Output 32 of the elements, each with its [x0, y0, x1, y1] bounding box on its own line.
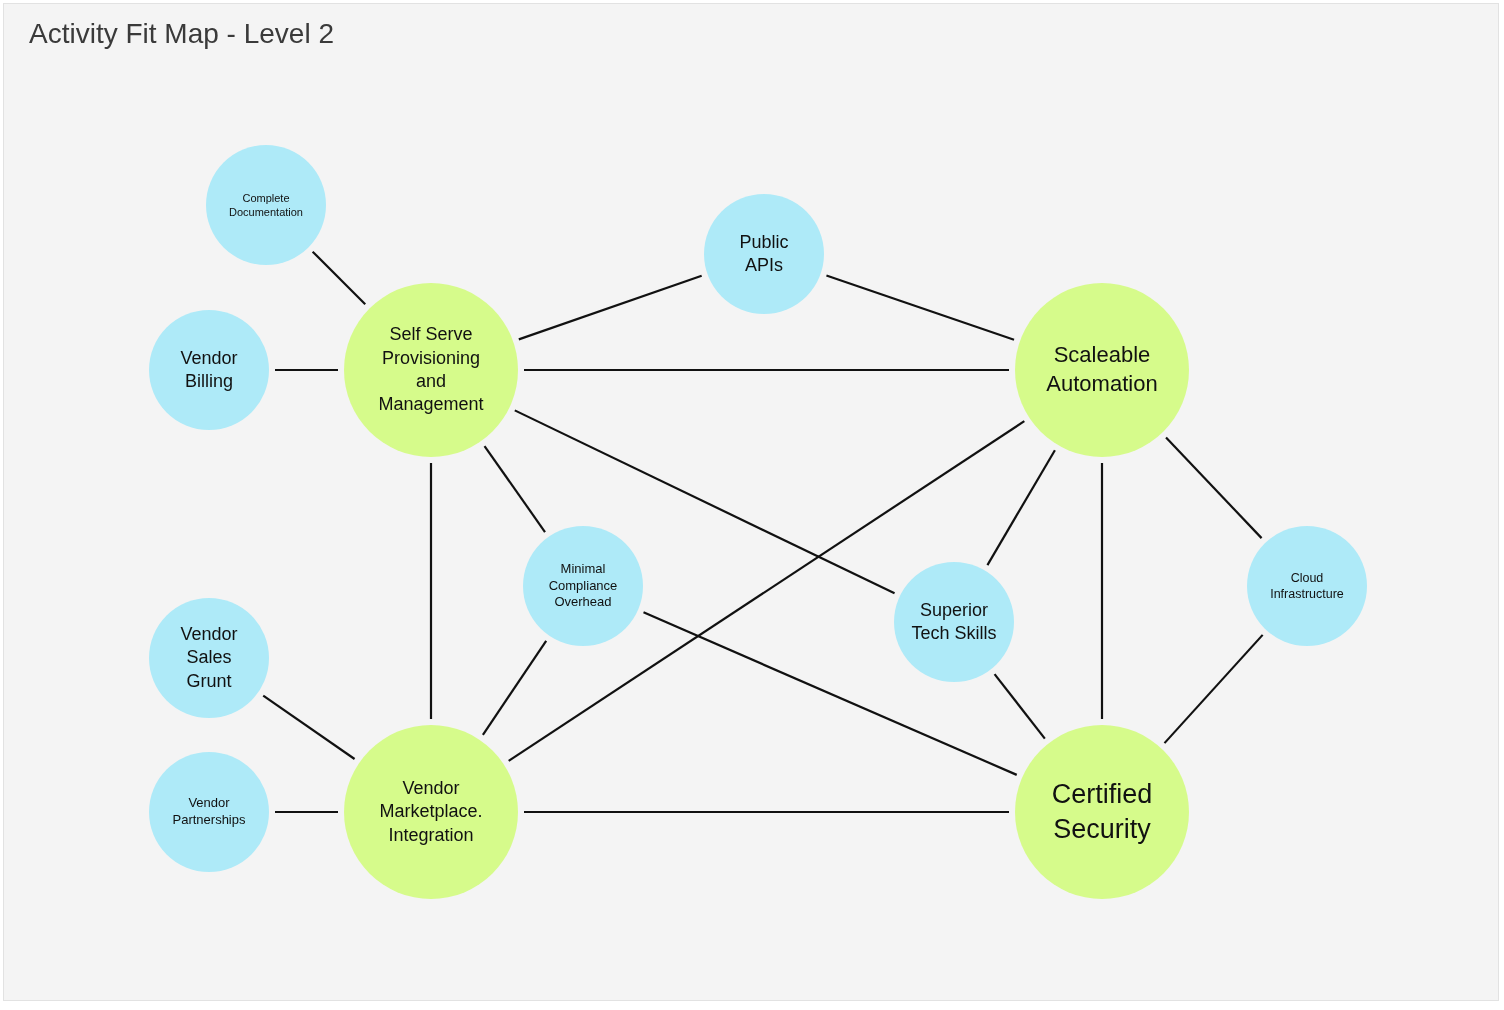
- node-label: Cloud Infrastructure: [1269, 569, 1345, 603]
- node-label: Superior Tech Skills: [910, 598, 998, 645]
- connector-line: [518, 274, 703, 341]
- node-label: Scaleable Automation: [1045, 341, 1159, 398]
- connector-line: [986, 449, 1056, 566]
- node-label: Vendor Partnerships: [171, 795, 247, 829]
- connector-line: [1100, 463, 1104, 719]
- node-label: Public APIs: [738, 230, 790, 277]
- node-label: Certified Security: [1050, 777, 1154, 846]
- connector-line: [311, 250, 366, 305]
- connector-line: [508, 420, 1025, 762]
- connector-line: [429, 463, 433, 719]
- node-label: Vendor Marketplace. Integration: [378, 776, 484, 847]
- connector-line: [483, 445, 546, 533]
- node-label: Minimal Compliance Overhead: [547, 560, 619, 612]
- connector-line: [275, 368, 338, 372]
- node-label: Self Serve Provisioning and Management: [377, 323, 485, 417]
- connector-line: [993, 673, 1046, 740]
- connector-line: [524, 368, 1009, 372]
- node-label: Vendor Billing: [179, 346, 239, 393]
- diagram-title: Activity Fit Map - Level 2: [29, 18, 334, 50]
- connector-line: [275, 810, 338, 814]
- connector-line: [262, 694, 356, 760]
- connector-line: [1163, 634, 1264, 744]
- connector-line: [482, 640, 548, 736]
- node-label: Vendor Sales Grunt: [179, 622, 239, 693]
- connector-line: [1165, 436, 1263, 539]
- connector-line: [524, 810, 1009, 814]
- connector-line: [826, 274, 1015, 341]
- connector-line: [514, 409, 895, 595]
- node-label: Complete Documentation: [228, 190, 304, 220]
- connector-line: [643, 611, 1018, 776]
